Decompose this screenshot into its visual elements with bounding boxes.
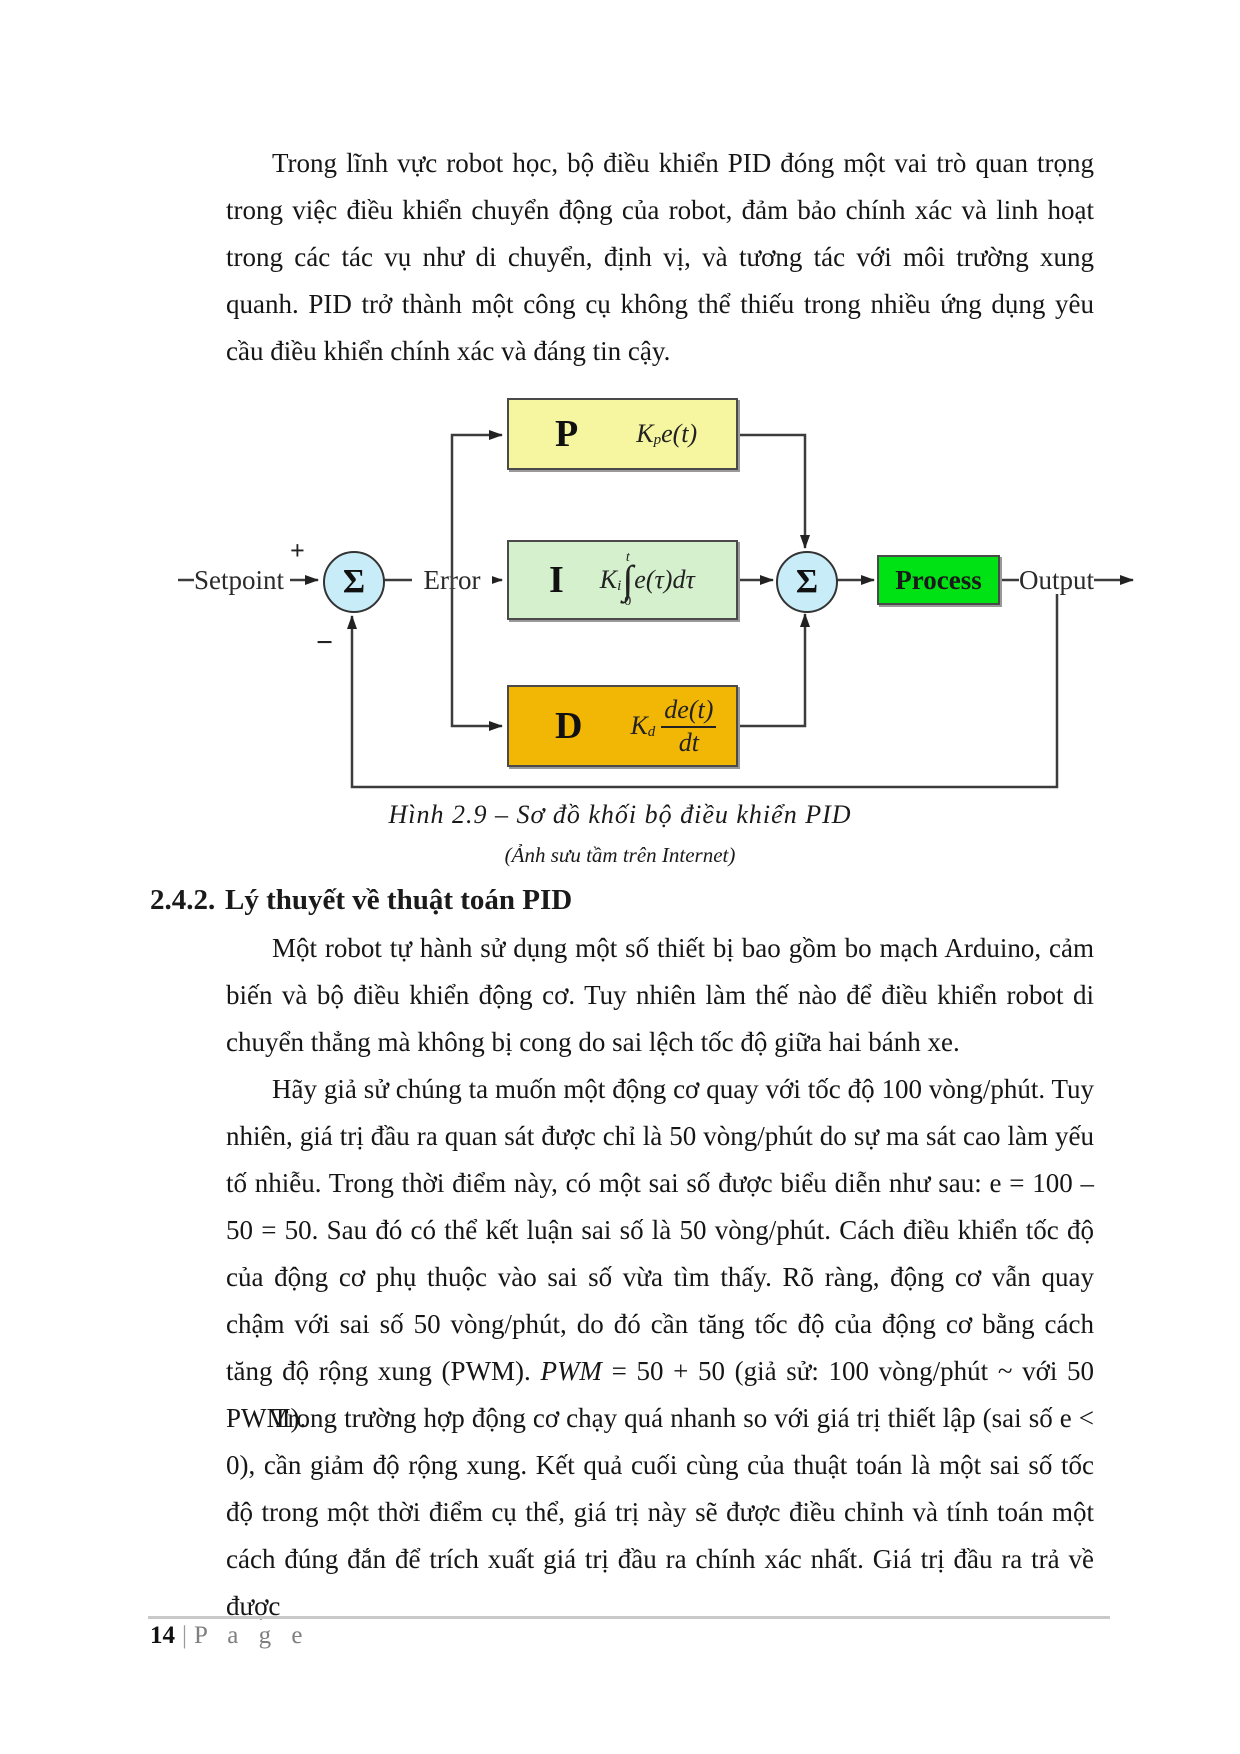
d-numerator: de(t) xyxy=(661,695,717,728)
minus-sign: − xyxy=(316,626,334,659)
sigma-symbol: Σ xyxy=(342,563,366,600)
error-label: Error xyxy=(412,565,492,596)
footer-divider xyxy=(148,1616,1110,1619)
sum-junction-output: Σ xyxy=(776,551,838,613)
pwm-italic: PWM xyxy=(540,1356,602,1386)
d-fraction: de(t) dt xyxy=(661,695,717,758)
i-gain-sub: i xyxy=(617,577,622,594)
i-expr: e(τ)dτ xyxy=(634,565,695,594)
i-letter: I xyxy=(549,559,564,601)
paragraph-motor-example-text: Hãy giả sử chúng ta muốn một động cơ qua… xyxy=(226,1074,1094,1386)
diagram-connector-lines xyxy=(178,433,1134,789)
p-gain: K xyxy=(636,419,654,448)
sigma-symbol: Σ xyxy=(795,563,819,600)
d-gain-sub: d xyxy=(647,723,656,740)
figure-caption: Hình 2.9 – Sơ đồ khối bộ điều khiển PID xyxy=(388,800,852,829)
d-gain: K xyxy=(630,711,648,740)
paragraph-robot-devices: Một robot tự hành sử dụng một số thiết b… xyxy=(226,933,1094,1057)
process-block: Process xyxy=(877,555,1000,605)
integral-upper-limit: t xyxy=(625,550,630,565)
d-denominator: dt xyxy=(678,727,699,757)
page-number: 14 xyxy=(150,1622,175,1649)
process-label: Process xyxy=(895,564,982,595)
paragraph-intro: Trong lĩnh vực robot học, bộ điều khiển … xyxy=(226,148,1094,366)
footer-page-word: P a g e xyxy=(194,1622,310,1649)
section-number: 2.4.2. xyxy=(150,884,216,916)
paragraph-motor-example: Hãy giả sử chúng ta muốn một động cơ qua… xyxy=(226,1066,1094,1442)
paragraph-motor-example-tail: = 50 + 50 (giả sử: 100 vòng/phút ~ với 5… xyxy=(226,1356,1095,1433)
p-expr: e(t) xyxy=(661,419,698,448)
plus-sign: + xyxy=(290,536,305,565)
p-letter: P xyxy=(555,413,579,455)
integral-lower-limit: 0 xyxy=(624,594,632,609)
figure-source-caption: (Ảnh sưu tầm trên Internet) xyxy=(504,843,736,867)
output-label: Output xyxy=(1019,565,1095,595)
integral-sign: t ∫ 0 xyxy=(622,551,633,609)
integral-glyph: ∫ xyxy=(622,557,634,602)
footer-separator: | xyxy=(182,1622,188,1649)
d-letter: D xyxy=(555,705,583,747)
setpoint-label: Setpoint xyxy=(194,565,285,595)
section-title: Lý thuyết về thuật toán PID xyxy=(225,884,573,916)
p-gain-sub: p xyxy=(653,431,662,448)
footer: 14 |P a g e xyxy=(150,1622,309,1650)
sum-junction-input: Σ xyxy=(323,551,385,613)
paragraph-overshoot: Trong trường hợp động cơ chạy quá nhanh … xyxy=(226,1403,1094,1621)
i-gain: K xyxy=(599,565,618,594)
section-heading: 2.4.2. Lý thuyết về thuật toán PID xyxy=(150,884,1050,917)
